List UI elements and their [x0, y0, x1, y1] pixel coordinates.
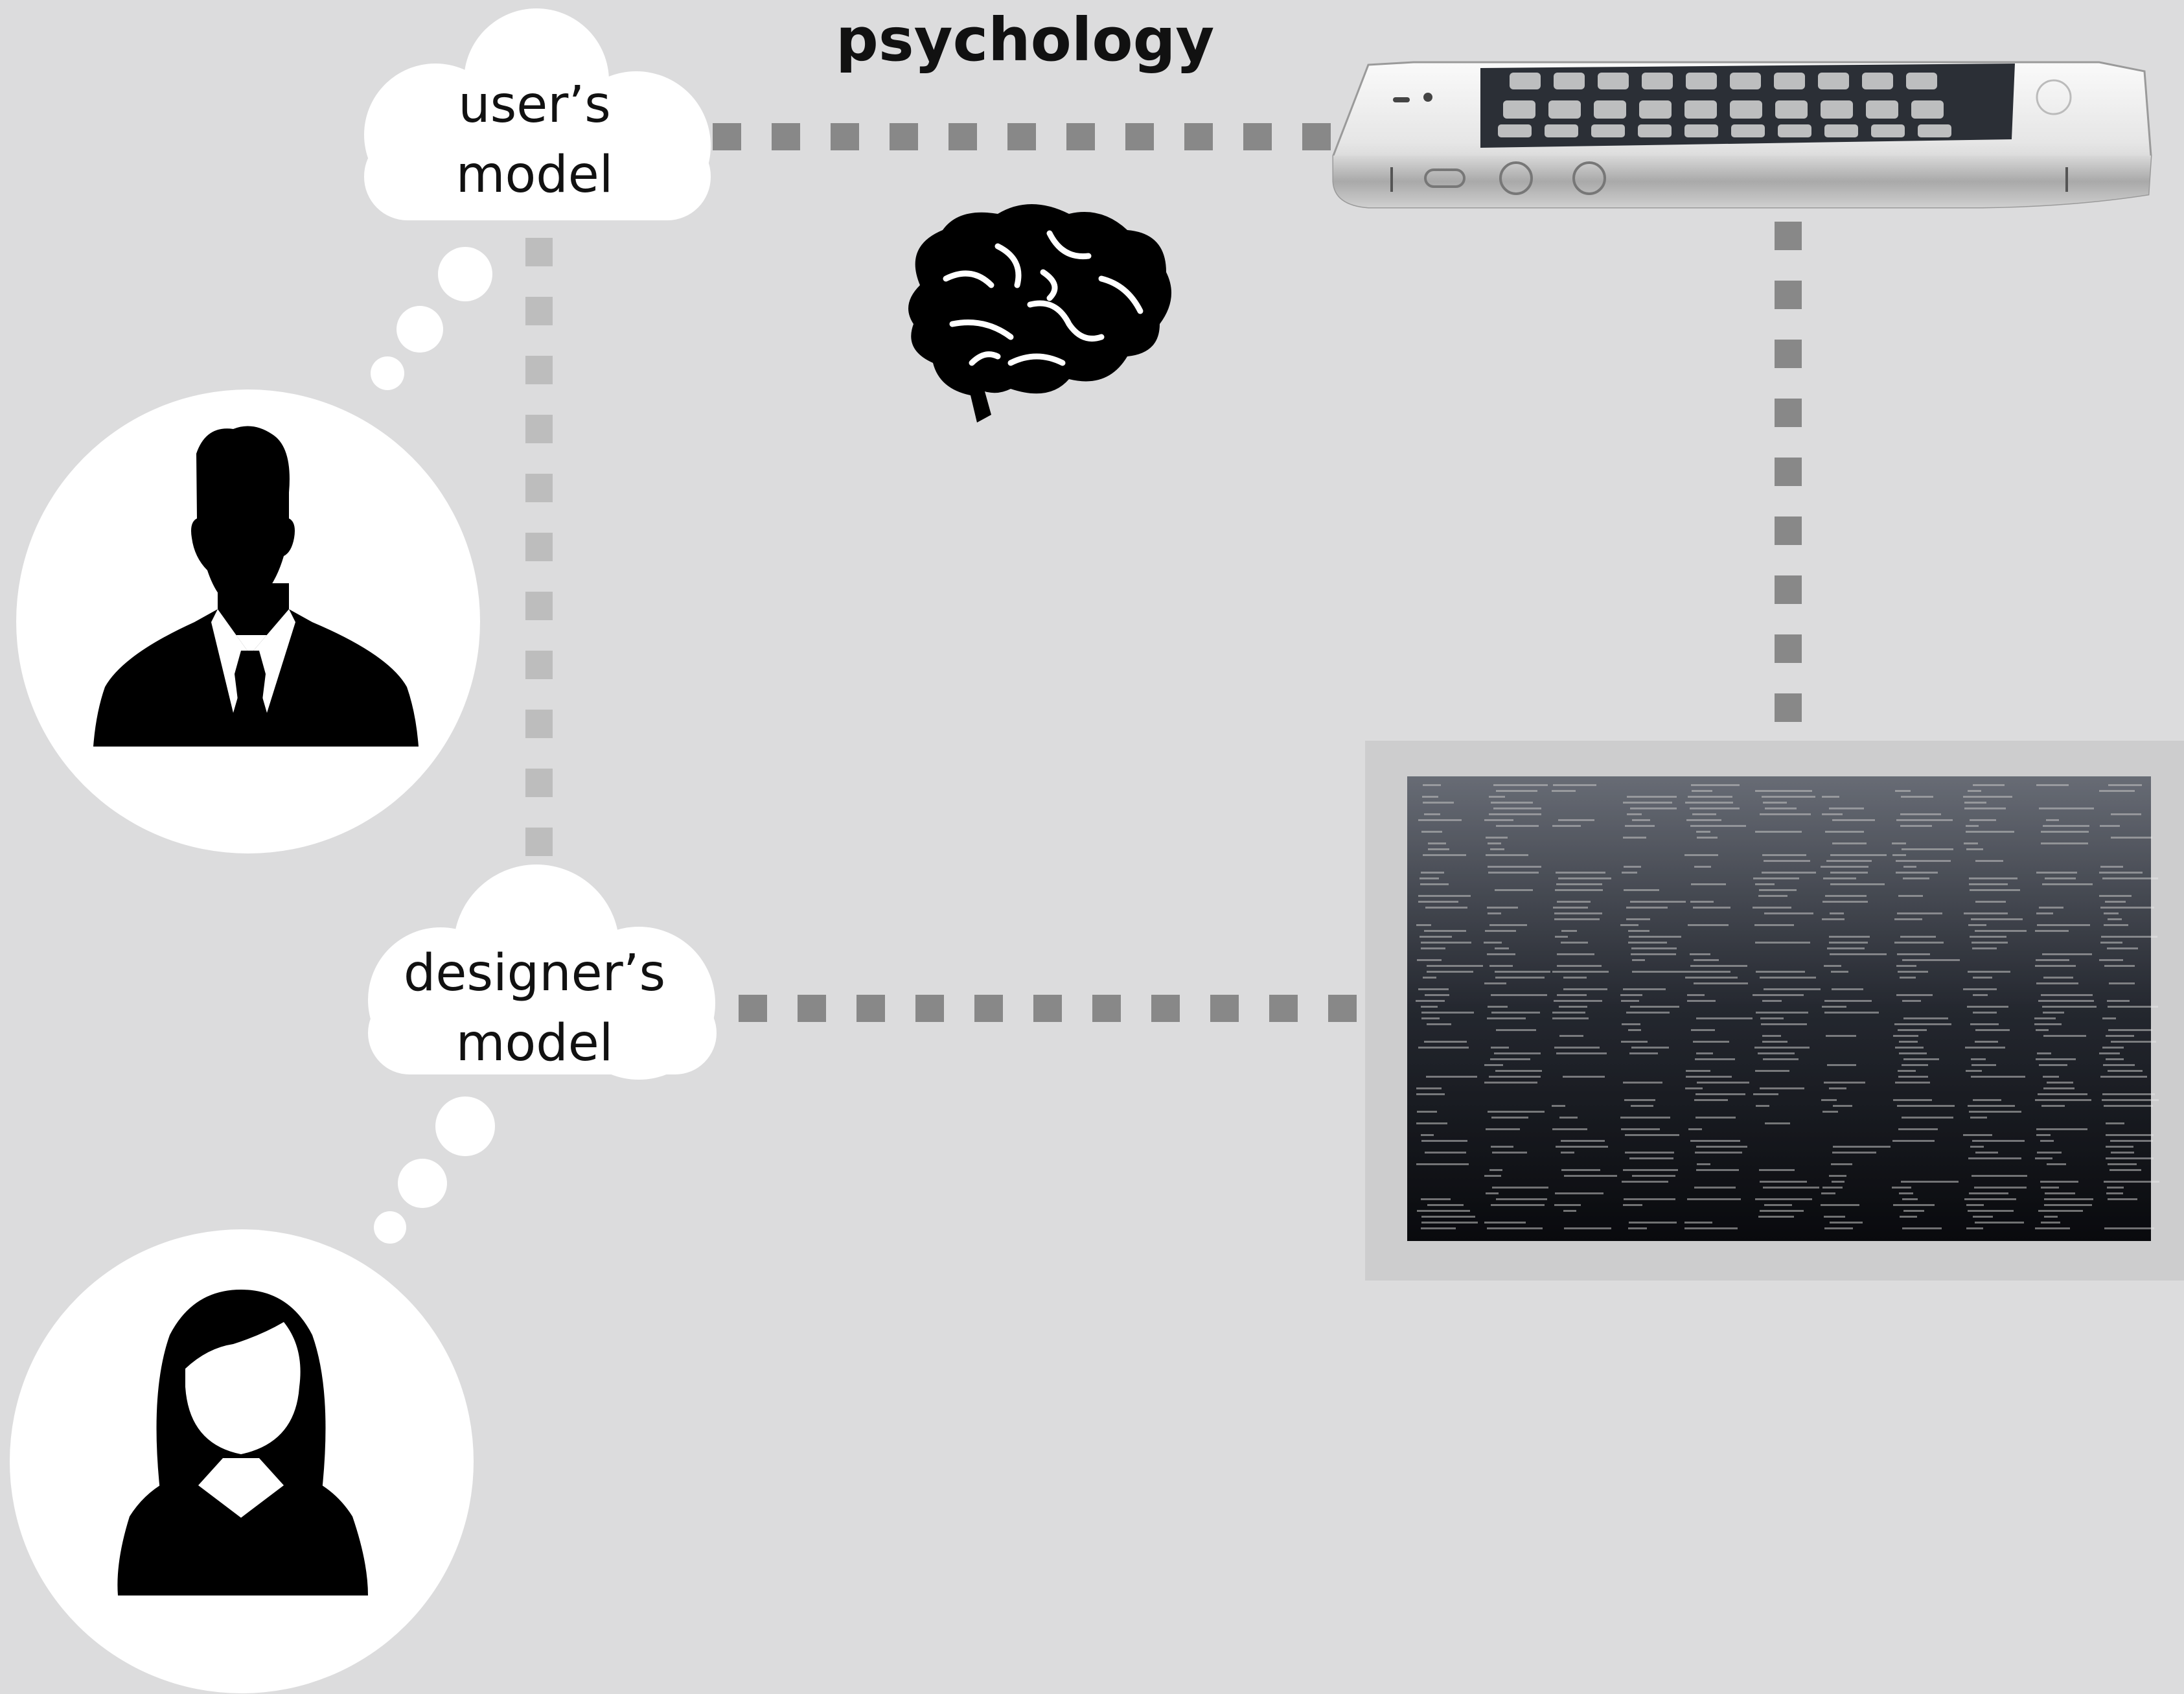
user-silhouette-icon — [93, 426, 419, 747]
designer-silhouette-icon — [117, 1290, 368, 1595]
smartphone-image — [1332, 61, 2152, 209]
designer-cloud-line1: designer’s — [403, 944, 666, 1003]
user-avatar — [16, 389, 480, 853]
designer-cloud-line2: model — [455, 1014, 614, 1073]
code-screen-image — [1365, 741, 2184, 1281]
phone-screen-icons — [1498, 73, 1951, 137]
user-cloud-line1: user’s — [458, 76, 611, 134]
designer-model-cloud — [368, 864, 717, 1244]
tie — [235, 651, 266, 739]
code-text-lines — [1416, 784, 2159, 1229]
user-cloud-line2: model — [455, 146, 614, 204]
diagram-title: psychology — [836, 5, 1215, 75]
user-model-cloud — [364, 8, 711, 390]
brain-icon — [908, 204, 1171, 423]
designer-avatar — [10, 1229, 474, 1693]
